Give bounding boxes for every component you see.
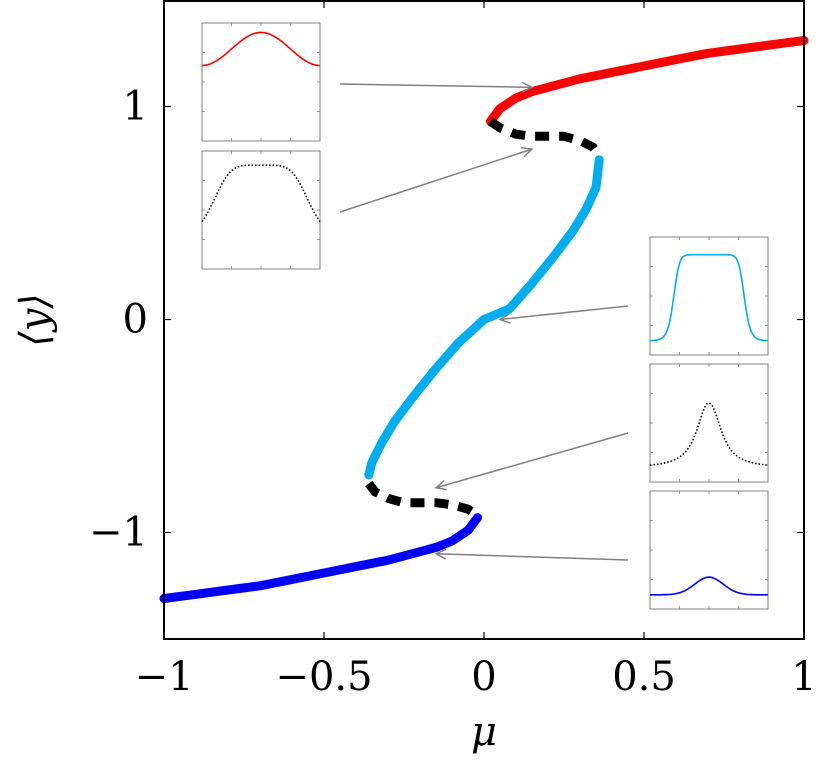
- inset-profile-curve: [649, 253, 769, 342]
- series-layer: [159, 36, 809, 603]
- arrow-head: [521, 81, 534, 93]
- arrow-head: [520, 146, 534, 158]
- x-tick-label: −0.5: [275, 654, 372, 700]
- inset-broad-plateau: [201, 150, 321, 270]
- arrow-head: [498, 313, 511, 324]
- inset-narrow-peak: [649, 363, 769, 483]
- pointer-arrow: [434, 432, 629, 491]
- arrow-head: [434, 479, 447, 491]
- y-tick-label: 1: [123, 84, 148, 130]
- pointer-arrow: [339, 146, 534, 213]
- y-tick-label: 0: [123, 297, 148, 343]
- tick-layer: −1 −0.5 0 0.5 1 −1 0 1: [89, 1, 817, 700]
- series-branch-5: [159, 513, 483, 603]
- inset-profile-curve: [201, 31, 321, 67]
- inset-profile-curve: [201, 164, 321, 223]
- pointer-arrow: [434, 548, 629, 561]
- inset-flat-bump: [201, 22, 321, 142]
- inset-frame: [201, 22, 321, 142]
- x-tick-label: −1: [135, 654, 194, 700]
- inset-layer: [201, 22, 769, 610]
- inset-profile-curve: [650, 576, 768, 596]
- series-branch-4: [365, 480, 481, 520]
- arrow-shaft: [499, 305, 629, 321]
- x-tick-label: 0: [471, 654, 496, 700]
- x-axis-label: μ: [471, 709, 497, 755]
- inset-frame: [649, 236, 769, 356]
- series-branch-3: [364, 155, 604, 480]
- inset-small-bump: [649, 490, 769, 610]
- inset-frame: [649, 363, 769, 483]
- arrow-shaft: [339, 148, 533, 213]
- y-axis-label: ⟨y⟩: [12, 293, 58, 347]
- series-branch-1: [485, 36, 809, 126]
- inset-frame: [649, 490, 769, 610]
- inset-tall-plateau: [649, 236, 769, 356]
- x-tick-label: 1: [791, 654, 816, 700]
- series-branch-2: [487, 117, 603, 159]
- y-tick-label: −1: [89, 510, 148, 556]
- arrow-shaft: [339, 83, 533, 89]
- x-tick-label: 0.5: [612, 654, 676, 700]
- pointer-arrow: [498, 305, 629, 324]
- arrow-shaft: [435, 553, 629, 561]
- arrow-layer: [339, 81, 629, 561]
- inset-frame: [201, 150, 321, 270]
- pointer-arrow: [339, 81, 534, 93]
- arrow-shaft: [435, 432, 629, 489]
- arrow-head: [434, 548, 447, 560]
